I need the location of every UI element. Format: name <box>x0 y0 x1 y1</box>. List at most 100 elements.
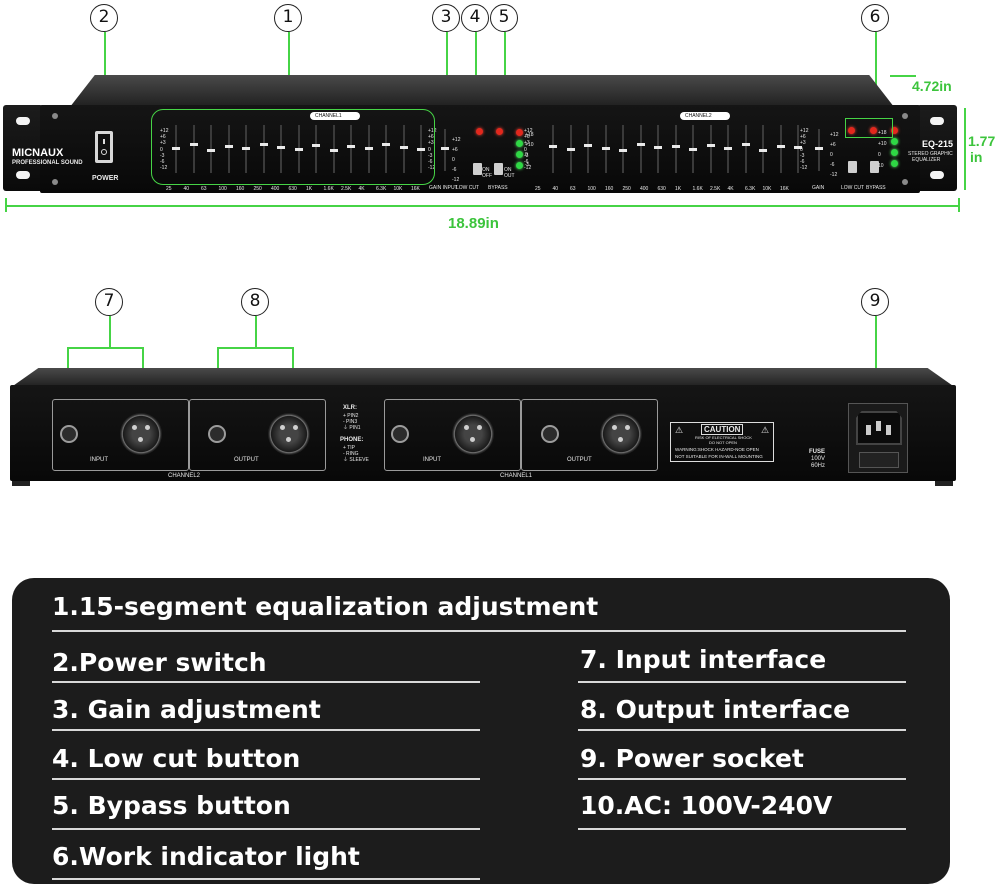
eq-slider-8[interactable] <box>689 125 697 173</box>
caution-label: CAUTION ⚠ ⚠ RISK OF ELECTRICAL SHOCK DO … <box>670 422 774 462</box>
eq-slider-5[interactable] <box>259 125 268 173</box>
eq-slider-5[interactable] <box>636 125 645 173</box>
eq-slider-10[interactable] <box>724 125 732 173</box>
eq-frequency-label: 10K <box>393 186 403 192</box>
ch1-input-jack[interactable] <box>391 425 409 443</box>
eq-slider-6[interactable] <box>277 125 285 173</box>
eq-slider-1[interactable] <box>189 125 198 173</box>
ch2-low-cut-button[interactable] <box>848 161 857 173</box>
fuse-voltage: 100V <box>811 456 826 462</box>
callout-4: 4 <box>461 4 489 32</box>
ch1-output-xlr[interactable] <box>600 413 642 455</box>
caution-line-1: RISK OF ELECTRICAL SHOCK <box>695 435 752 440</box>
eq-slider-7[interactable] <box>294 125 303 173</box>
eq-slider-14[interactable] <box>794 125 802 173</box>
power-switch[interactable] <box>95 131 113 163</box>
ch2-meter-led-2 <box>891 138 898 145</box>
eq-slider-10[interactable] <box>347 125 355 173</box>
ch2-input-jack[interactable] <box>60 425 78 443</box>
eq-frequency-label: 40 <box>552 186 559 192</box>
caution-line-2: DO NOT OPEN <box>709 440 737 445</box>
spec-10: 10.AC: 100V-240V <box>580 791 833 820</box>
eq-slider-9[interactable] <box>329 125 338 173</box>
power-label: POWER <box>92 175 119 182</box>
eq-slider-11[interactable] <box>364 125 373 173</box>
ch1-output-jack[interactable] <box>541 425 559 443</box>
eq-frequency-label: 630 <box>288 186 297 192</box>
ch1-input-label: INPUT <box>423 457 441 463</box>
channel1-tag: CHANNEL1 <box>315 113 342 119</box>
eq-frequency-label: 40 <box>183 186 190 192</box>
fuse-holder[interactable] <box>859 452 899 468</box>
ch1-gain-slider[interactable] <box>441 129 449 171</box>
eq-frequency-label: 630 <box>657 186 666 192</box>
eq-slider-12[interactable] <box>759 125 767 173</box>
eq-slider-6[interactable] <box>654 125 662 173</box>
eq-slider-2[interactable] <box>584 125 592 173</box>
power-socket[interactable] <box>848 403 908 473</box>
ch1-output-section <box>521 399 658 471</box>
callout-7: 7 <box>95 288 123 316</box>
ch2-input-xlr[interactable] <box>120 413 162 455</box>
eq-slider-4[interactable] <box>619 125 627 173</box>
eq-frequency-label: 16K <box>780 186 789 192</box>
eq-slider-12[interactable] <box>382 125 390 173</box>
eq-slider-7[interactable] <box>671 125 680 173</box>
caution-title: CAUTION <box>701 424 744 435</box>
eq-frequency-label: 63 <box>570 186 576 192</box>
callout-9: 9 <box>861 288 889 316</box>
spec-1: 1.15-segment equalization adjustment <box>52 592 599 621</box>
eq-slider-2[interactable] <box>207 125 215 173</box>
ch1-bypass-button[interactable] <box>494 163 503 175</box>
ch2-bypass-button[interactable] <box>870 161 879 173</box>
ch2-gain-slider[interactable] <box>815 129 823 171</box>
eq-slider-0[interactable] <box>549 125 557 173</box>
eq-frequency-label: 10K <box>762 186 772 192</box>
eq-frequency-label: 1K <box>306 186 313 192</box>
brand-logo: MICNAUX <box>12 147 64 159</box>
ch2-input-section <box>52 399 189 471</box>
eq-slider-13[interactable] <box>776 125 785 173</box>
eq-slider-3[interactable] <box>601 125 610 173</box>
spec-3: 3. Gain adjustment <box>52 695 321 724</box>
eq-slider-13[interactable] <box>399 125 408 173</box>
eq-slider-8[interactable] <box>312 125 320 173</box>
ch1-low-cut-button[interactable] <box>473 163 482 175</box>
eq-slider-3[interactable] <box>224 125 233 173</box>
model-subtitle-1: STEREO GRAPHIC <box>908 151 953 157</box>
eq-frequency-label: 4K <box>358 186 365 192</box>
eq-slider-0[interactable] <box>172 125 180 173</box>
ch2-bypass-led <box>870 127 877 134</box>
spec-9: 9. Power socket <box>580 744 804 773</box>
eq-slider-4[interactable] <box>242 125 250 173</box>
feature-list-card: 1.15-segment equalization adjustment 2.P… <box>12 578 950 884</box>
fuse-label: FUSE <box>809 449 826 455</box>
eq-slider-14[interactable] <box>417 125 425 173</box>
ch2-meter-led-1 <box>891 127 898 134</box>
ch1-out-label: OUT <box>504 173 515 179</box>
eq-slider-1[interactable] <box>566 125 575 173</box>
ch2-low-cut-label: LOW CUT <box>841 185 865 191</box>
ch1-off-label: OFF <box>482 173 492 179</box>
eq-frequency-label: 1K <box>675 186 682 192</box>
callout-8: 8 <box>241 288 269 316</box>
eq-frequency-label: 250 <box>622 186 631 192</box>
eq-frequency-label: 400 <box>271 186 280 192</box>
rear-top-surface <box>10 368 956 388</box>
eq-slider-9[interactable] <box>706 125 715 173</box>
eq-frequency-label: 4K <box>727 186 734 192</box>
ch1-meter-led-4 <box>516 162 523 169</box>
ch1-input-xlr[interactable] <box>452 413 494 455</box>
eq-slider-11[interactable] <box>741 125 750 173</box>
ch2-output-xlr[interactable] <box>268 413 310 455</box>
eq-frequency-label: 6.3K <box>745 186 756 192</box>
callout-3: 3 <box>432 4 460 32</box>
spec-5: 5. Bypass button <box>52 791 291 820</box>
eq-frequency-label: 160 <box>236 186 245 192</box>
ch2-output-jack[interactable] <box>208 425 226 443</box>
eq-highlight-box <box>151 109 435 185</box>
